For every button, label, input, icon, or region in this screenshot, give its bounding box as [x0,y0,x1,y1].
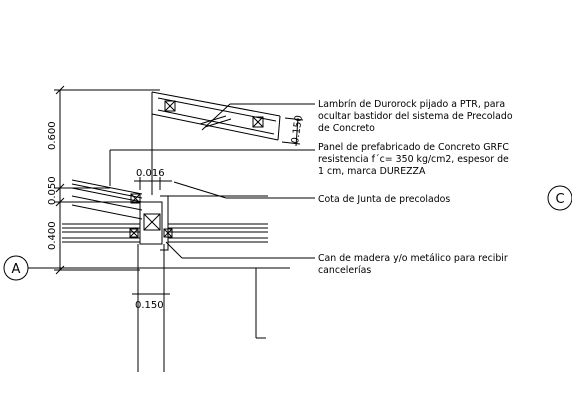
dimension-0400: 0.400 [47,221,58,250]
note-can: Can de madera y/o metálico para recibir … [318,253,511,276]
note-cota-line-1: Cota de Junta de precolados [318,194,450,205]
note-panel-line-3: 1 cm, marca DUREZZA [318,166,426,177]
dimension-0016: 0.016 [136,168,165,179]
note-lambrin-line-3: de Concreto [318,123,375,134]
dimension-0050: 0.050 [47,176,58,205]
joint-dimension [134,177,172,190]
note-can-line-1: Can de madera y/o metálico para recibir [318,253,508,264]
column [137,244,266,372]
note-panel-line-2: resistencia f´c= 350 kg/cm2, espesor de [318,154,509,165]
vertical-dimension-chain [54,85,160,275]
note-can-line-2: cancelerías [318,265,371,276]
grid-axis-c: C [547,185,572,211]
note-panel-line-1: Panel de prefabricado de Concreto GRFC [318,142,509,153]
grid-axis-c-label: C [555,192,564,207]
note-lambrin-line-2: ocultar bastidor del sistema de Precolad… [318,111,513,122]
grid-axis-a-label: A [12,262,21,277]
dimension-0600: 0.600 [47,121,58,150]
dimension-0150-slope: 0.150 [290,115,305,145]
note-lambrin: Lambrín de Durorock pijado a PTR, para o… [318,99,516,134]
grfc-panel [71,149,315,220]
note-cota: Cota de Junta de precolados [318,194,450,205]
ptr-post [129,195,173,251]
note-lambrin-line-1: Lambrín de Durorock pijado a PTR, para [318,99,505,110]
grid-axis-a: A [3,255,29,281]
leader-lines [165,103,315,259]
durorock-fascia-panel [151,91,281,141]
slope-dimension [281,117,304,147]
note-panel: Panel de prefabricado de Concreto GRFC r… [318,142,512,177]
dimension-0150-bottom: 0.150 [135,300,164,311]
horizontal-framing [62,195,268,243]
